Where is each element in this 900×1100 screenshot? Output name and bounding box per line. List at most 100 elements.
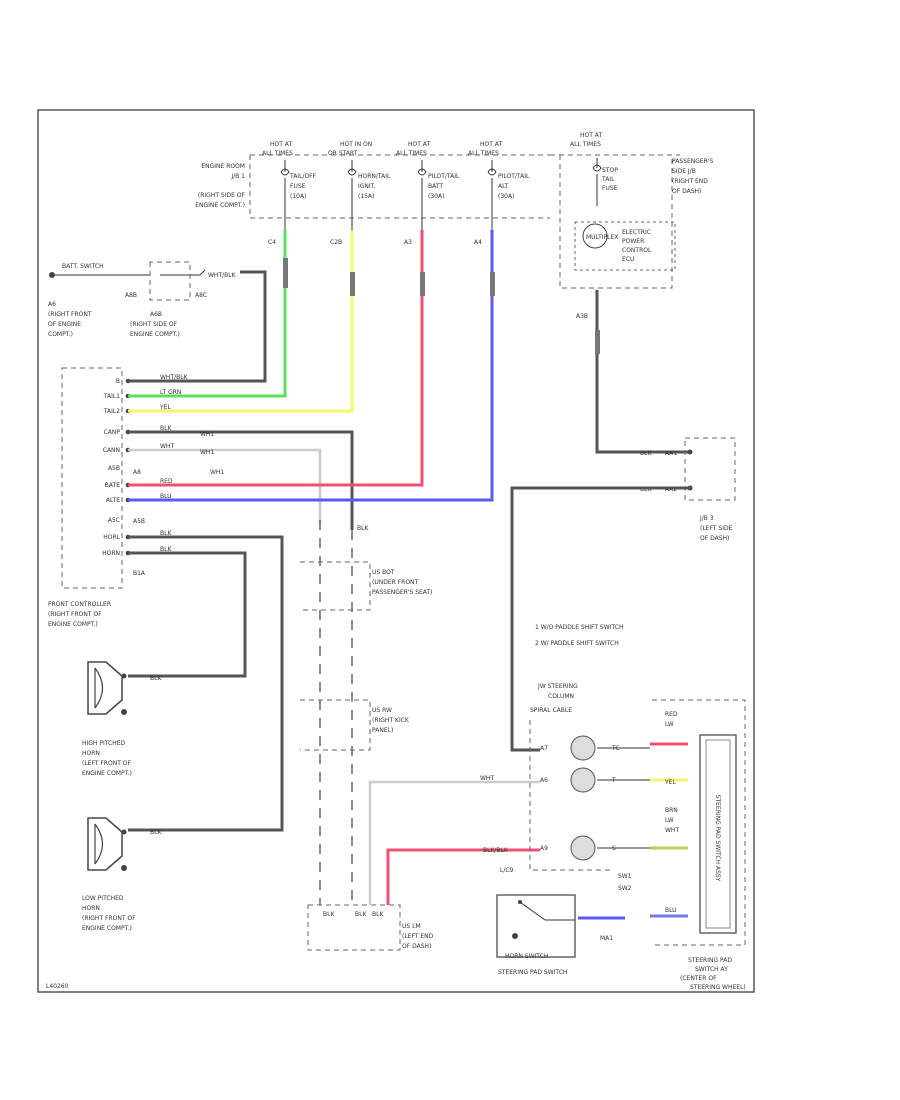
electric-power-control-ecu: MULTIPLEX ELECTRIC POWER CONTROL ECU: [574, 221, 676, 271]
svg-text:BRN: BRN: [665, 807, 678, 814]
svg-text:(RIGHT SIDE OF: (RIGHT SIDE OF: [130, 321, 178, 328]
svg-text:FUSE: FUSE: [290, 183, 306, 190]
svg-text:PILOT/TAIL: PILOT/TAIL: [498, 173, 530, 180]
wire-black-horl: [128, 535, 284, 832]
svg-text:BLK: BLK: [355, 911, 367, 918]
svg-text:A8: A8: [133, 469, 141, 476]
svg-text:OR START: OR START: [328, 150, 358, 157]
svg-text:HOT AT: HOT AT: [408, 141, 430, 148]
svg-text:WHT/BLK: WHT/BLK: [208, 272, 237, 279]
svg-text:US LM: US LM: [402, 923, 421, 930]
svg-text:PASSENGER'S: PASSENGER'S: [672, 158, 713, 165]
svg-text:HORN/TAIL: HORN/TAIL: [358, 173, 391, 180]
svg-text:PANEL): PANEL): [372, 727, 393, 734]
svg-text:(10A): (10A): [290, 193, 306, 200]
svg-text:YEL: YEL: [664, 779, 676, 786]
svg-text:HIGH PITCHED: HIGH PITCHED: [82, 740, 126, 747]
svg-text:BLK/BLK: BLK/BLK: [483, 847, 509, 854]
svg-text:HORN: HORN: [82, 750, 100, 757]
svg-text:ALL TIMES: ALL TIMES: [570, 141, 601, 148]
legend: 1 W/O PADDLE SHIFT SWITCH 2 W/ PADDLE SH…: [535, 624, 623, 647]
svg-text:J/B 1: J/B 1: [230, 173, 245, 180]
svg-text:A5B: A5B: [133, 518, 145, 525]
fc-pin-a5b: A5B: [108, 465, 120, 472]
wire-vertical-tags: [283, 258, 600, 354]
diagram-border: [37, 109, 755, 993]
svg-text:A3: A3: [404, 239, 412, 246]
svg-text:(RIGHT KICK: (RIGHT KICK: [372, 717, 410, 724]
fc-pin-tail1: TAIL1: [103, 393, 120, 400]
svg-text:ENGINE COMPT.): ENGINE COMPT.): [130, 331, 180, 338]
svg-text:TAIL: TAIL: [601, 176, 615, 183]
svg-text:BLK: BLK: [640, 450, 652, 457]
us-rw-connector: US RW (RIGHT KICK PANEL): [300, 699, 410, 751]
steering-pad-switch-label: STEERING PAD SWITCH AY (CENTER OF STEERI…: [680, 957, 746, 991]
svg-text:(UNDER FRONT: (UNDER FRONT: [372, 579, 419, 586]
svg-text:BATT. SWITCH: BATT. SWITCH: [62, 263, 104, 270]
fuse-3: HOT AT ALL TIMES PILOT/TAIL BATT (30A) A…: [396, 141, 460, 246]
engine-room-jb-block: [249, 154, 680, 289]
svg-text:(RIGHT END: (RIGHT END: [672, 178, 708, 185]
svg-text:OF ENGINE: OF ENGINE: [48, 321, 81, 328]
fc-wire-horl-label: BLK: [160, 530, 172, 537]
svg-text:STEERING PAD: STEERING PAD: [688, 957, 732, 964]
svg-text:(LEFT SIDE: (LEFT SIDE: [700, 525, 733, 532]
svg-text:LOW PITCHED: LOW PITCHED: [82, 895, 124, 902]
wire-black-horn: [128, 551, 247, 678]
fc-pin-cann: CANN: [103, 447, 120, 454]
wire-white-cann: [128, 448, 322, 525]
svg-text:WH1: WH1: [200, 431, 214, 438]
fc-pin-canp: CANP: [104, 429, 121, 436]
svg-text:(LEFT FRONT OF: (LEFT FRONT OF: [82, 760, 132, 767]
svg-text:FUSE: FUSE: [602, 185, 618, 192]
svg-text:MULTIPLEX: MULTIPLEX: [586, 234, 618, 241]
low-pitched-horn-label: LOW PITCHED HORN (RIGHT FRONT OF ENGINE …: [82, 895, 136, 932]
svg-text:ALL TIMES: ALL TIMES: [396, 150, 427, 157]
svg-text:ENGINE COMPT.): ENGINE COMPT.): [48, 621, 98, 628]
svg-text:FRONT CONTROLLER: FRONT CONTROLLER: [48, 601, 111, 608]
svg-text:PILOT/TAIL: PILOT/TAIL: [428, 173, 460, 180]
svg-text:A4: A4: [474, 239, 482, 246]
fc-wire-bate-label: RED: [160, 478, 173, 485]
svg-text:AA1: AA1: [665, 450, 677, 457]
jb3-connector: BLK BLK AA1 AA2 J/B 3 (LEFT SIDE OF DASH…: [640, 437, 736, 542]
svg-text:1 W/O PADDLE SHIFT SWITCH: 1 W/O PADDLE SHIFT SWITCH: [535, 624, 623, 631]
svg-text:BLK: BLK: [150, 829, 162, 836]
svg-text:US RW: US RW: [372, 707, 392, 714]
fc-wire-tail1-label: LT GRN: [160, 389, 181, 396]
svg-text:COMPT.): COMPT.): [48, 331, 73, 338]
svg-text:SW2: SW2: [618, 885, 632, 892]
wire-black-ecu: [595, 290, 690, 454]
svg-text:ALL TIMES: ALL TIMES: [262, 150, 293, 157]
svg-text:HOT AT: HOT AT: [270, 141, 292, 148]
svg-text:A8B: A8B: [125, 292, 137, 299]
passenger-jb-label: PASSENGER'S SIDE J/B (RIGHT END OF DASH): [672, 158, 713, 195]
svg-text:IGNIT.: IGNIT.: [358, 183, 376, 190]
svg-text:A9: A9: [540, 845, 548, 852]
svg-text:L/C9: L/C9: [500, 867, 514, 874]
svg-text:HORN SWITCH: HORN SWITCH: [505, 953, 548, 960]
svg-text:A6B: A6B: [150, 311, 162, 318]
svg-text:(RIGHT FRONT OF: (RIGHT FRONT OF: [48, 611, 102, 618]
svg-text:(RIGHT FRONT: (RIGHT FRONT: [48, 311, 92, 318]
page-code: L40260: [46, 983, 69, 990]
svg-text:ELECTRIC: ELECTRIC: [622, 229, 651, 236]
svg-text:(15A): (15A): [358, 193, 374, 200]
fc-wire-canp-label: BLK: [160, 425, 172, 432]
svg-text:STOP: STOP: [602, 167, 618, 174]
fuse-5: HOT AT ALL TIMES STOP TAIL FUSE A3B: [570, 132, 618, 320]
horn-switch-box: HORN SWITCH MA1 STEERING PAD SWITCH: [496, 894, 613, 976]
svg-text:HOT AT: HOT AT: [580, 132, 602, 139]
svg-text:US BOT: US BOT: [372, 569, 395, 576]
fc-pin-alte: ALTE: [106, 497, 120, 504]
engine-room-jb-label: ENGINE ROOM J/B 1 (RIGHT SIDE OF ENGINE …: [195, 163, 245, 209]
svg-text:ENGINE COMPT.): ENGINE COMPT.): [195, 202, 245, 209]
svg-text:(RIGHT SIDE OF: (RIGHT SIDE OF: [198, 192, 246, 199]
svg-text:CONTROL: CONTROL: [622, 247, 652, 254]
fuse-4: HOT AT ALL TIMES PILOT/TAIL ALT (30A) A4: [468, 141, 530, 246]
svg-text:STEERING PAD SWITCH: STEERING PAD SWITCH: [498, 969, 567, 976]
svg-text:HOT IN ON: HOT IN ON: [340, 141, 372, 148]
svg-text:MA1: MA1: [600, 935, 613, 942]
